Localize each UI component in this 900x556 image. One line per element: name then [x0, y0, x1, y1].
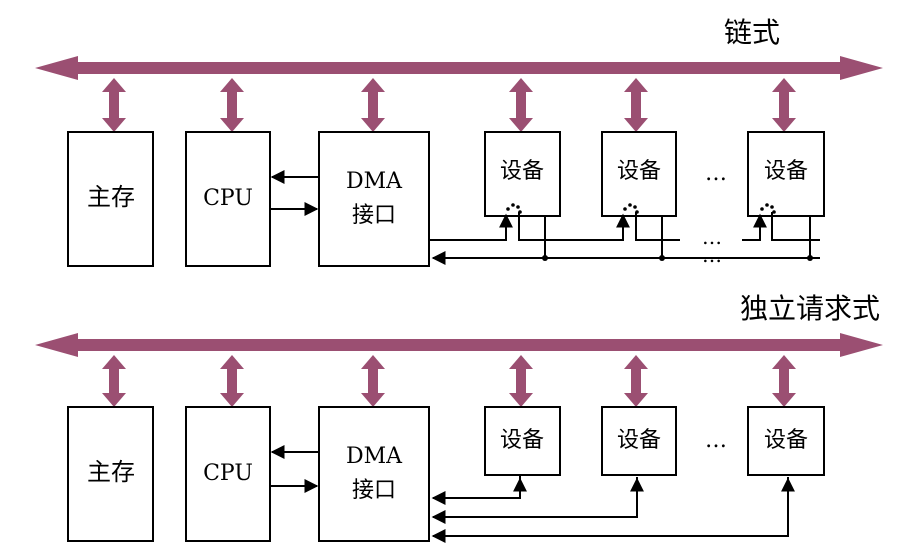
- bus-arrow-device2-2: [624, 355, 648, 407]
- chain-request-line: [431, 216, 820, 265]
- bus-arrow-dma: [361, 78, 385, 132]
- cpu-label: CPU: [203, 186, 253, 211]
- bus-arrow-dma-2: [361, 355, 385, 407]
- section-title-daisy-chain: 链式: [724, 16, 780, 49]
- cpu-box: [185, 131, 271, 267]
- line-ellipsis-lower: …: [702, 243, 722, 267]
- dma-box-2: [318, 406, 430, 542]
- dma-label-line1: DMA: [346, 169, 403, 194]
- memory-label: 主存: [87, 183, 135, 211]
- system-bus-2: [35, 333, 883, 357]
- dma-label-line2-2: 接口: [352, 478, 396, 503]
- bus-arrow-device3-2: [772, 355, 796, 407]
- device2-label: 设备: [617, 159, 661, 184]
- bus-arrow-device2: [624, 78, 648, 132]
- device1-line: [431, 475, 521, 505]
- chain-junction-dots: [542, 255, 813, 261]
- cpu-box-2: [185, 406, 271, 542]
- device3-label-2: 设备: [764, 428, 808, 453]
- bus-arrow-memory: [102, 78, 126, 132]
- independent-request-section: 独立请求式 主存 CPU DMA 接口 设备 设备 … 设备: [35, 292, 883, 543]
- bus-arrow-device3: [772, 78, 796, 132]
- bus-arrow-cpu-2: [220, 355, 244, 407]
- daisy-chain-section: 链式 主存 CPU DMA 接口 设备 设备 … 设备: [35, 16, 883, 267]
- line-ellipsis-upper: …: [702, 225, 722, 249]
- bus-connectors-1: [102, 78, 796, 132]
- chain-grant-line: [429, 212, 820, 241]
- section-title-independent-request: 独立请求式: [740, 292, 880, 325]
- dma-label-line2: 接口: [352, 203, 396, 228]
- memory-box: [67, 131, 154, 267]
- device2-label-2: 设备: [617, 428, 661, 453]
- device1-label-2: 设备: [500, 428, 544, 453]
- memory-label-2: 主存: [87, 458, 135, 486]
- device1-box: [484, 131, 561, 217]
- device1-box-2: [484, 406, 561, 476]
- dma-label-line1-2: DMA: [346, 444, 403, 469]
- bus-arrow-memory-2: [102, 355, 126, 407]
- device3-label: 设备: [764, 159, 808, 184]
- device1-label: 设备: [500, 159, 544, 184]
- system-bus-1: [35, 56, 883, 80]
- device-ellipsis-2: …: [705, 428, 727, 453]
- cpu-label-2: CPU: [203, 461, 253, 486]
- bus-arrow-device1-2: [509, 355, 533, 407]
- chain-switch-marks: [506, 203, 776, 214]
- device3-line: [431, 477, 789, 543]
- device2-box: [601, 131, 677, 217]
- device3-box: [747, 131, 825, 217]
- bus-arrow-device1: [509, 78, 533, 132]
- dma-box: [318, 131, 430, 267]
- device2-box-2: [601, 406, 677, 476]
- bus-arrow-cpu: [220, 78, 244, 132]
- memory-box-2: [67, 406, 154, 542]
- independent-lines: [431, 475, 795, 543]
- bus-connectors-2: [102, 355, 796, 407]
- device-ellipsis: …: [705, 161, 727, 186]
- device3-box-2: [747, 406, 825, 476]
